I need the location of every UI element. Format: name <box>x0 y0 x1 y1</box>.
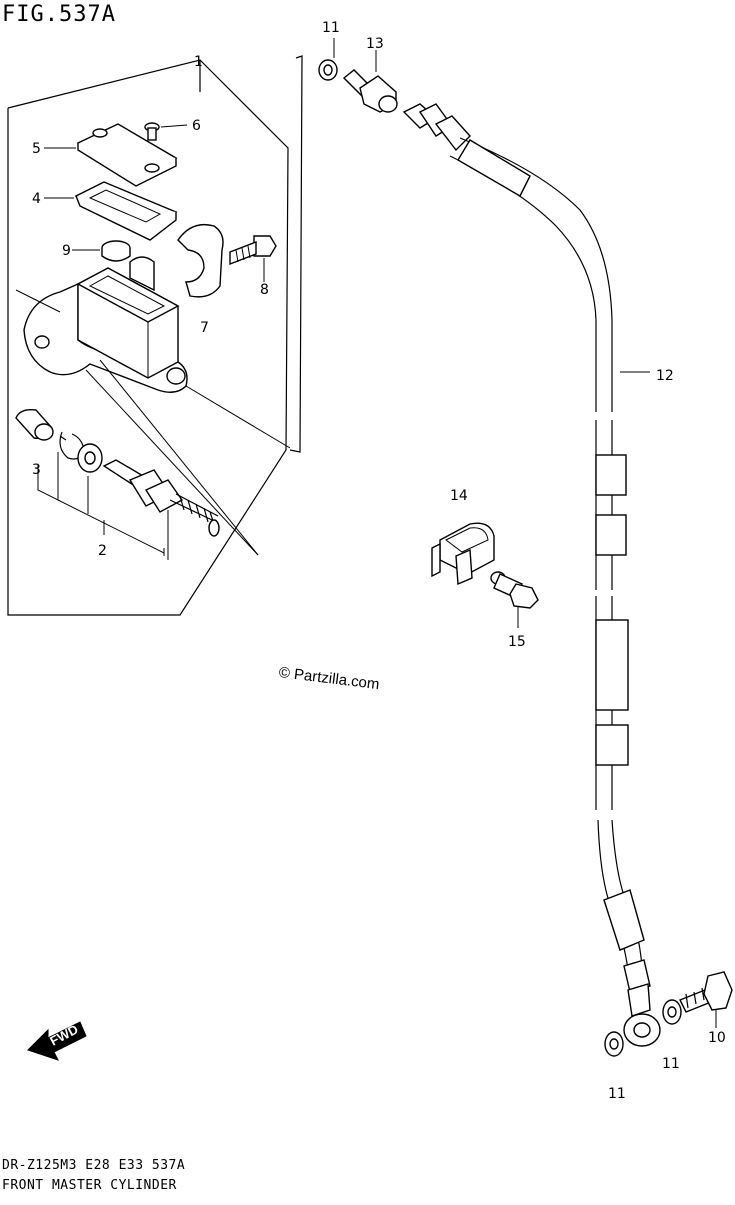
union-bolt <box>679 971 733 1028</box>
piston-washer <box>77 443 103 473</box>
callout-11-right: 11 <box>662 1056 680 1072</box>
handlebar-clamp <box>177 223 224 298</box>
fwd-arrow-icon: FWD <box>27 1021 87 1061</box>
reservoir-cap <box>44 123 178 187</box>
callout-8: 8 <box>260 282 269 298</box>
hose-clamp-bolt <box>490 571 539 628</box>
callout-12: 12 <box>656 368 674 384</box>
callout-labels: 1 2 3 4 5 6 7 8 9 10 11 11 11 12 13 14 1… <box>32 20 726 1102</box>
callout-10: 10 <box>708 1030 726 1046</box>
figure-title: FIG.537A <box>2 2 116 27</box>
callout-11-top: 11 <box>322 20 340 36</box>
upper-banjo-fitting <box>318 38 398 113</box>
callout-1: 1 <box>194 54 203 70</box>
piston-assembly <box>102 459 220 537</box>
callout-brackets <box>37 452 169 560</box>
callout-13: 13 <box>366 36 384 52</box>
callout-9: 9 <box>62 243 71 259</box>
dust-boot <box>15 408 54 441</box>
hose-clamp <box>431 522 495 586</box>
clamp-bolt <box>229 235 277 282</box>
callout-3: 3 <box>32 462 41 478</box>
callout-7: 7 <box>200 320 209 336</box>
callout-5: 5 <box>32 141 41 157</box>
diaphragm-boot <box>72 240 131 262</box>
assembly-guide-lines <box>85 359 291 556</box>
assembly-frame <box>7 55 303 616</box>
figure-name: FRONT MASTER CYLINDER <box>2 1178 177 1193</box>
callout-6: 6 <box>192 118 201 134</box>
master-cylinder-body <box>15 256 188 393</box>
callout-15: 15 <box>508 634 526 650</box>
callout-2: 2 <box>98 543 107 559</box>
lower-banjo-fitting <box>604 959 682 1057</box>
model-code: DR-Z125M3 E28 E33 537A <box>2 1158 186 1173</box>
callout-14: 14 <box>450 488 468 504</box>
callout-4: 4 <box>32 191 41 207</box>
callout-11-bottom: 11 <box>608 1086 626 1102</box>
brake-hose <box>449 137 650 971</box>
hose-upper-end <box>402 103 471 152</box>
diaphragm-plate <box>44 181 178 241</box>
cap-screw <box>144 122 188 141</box>
